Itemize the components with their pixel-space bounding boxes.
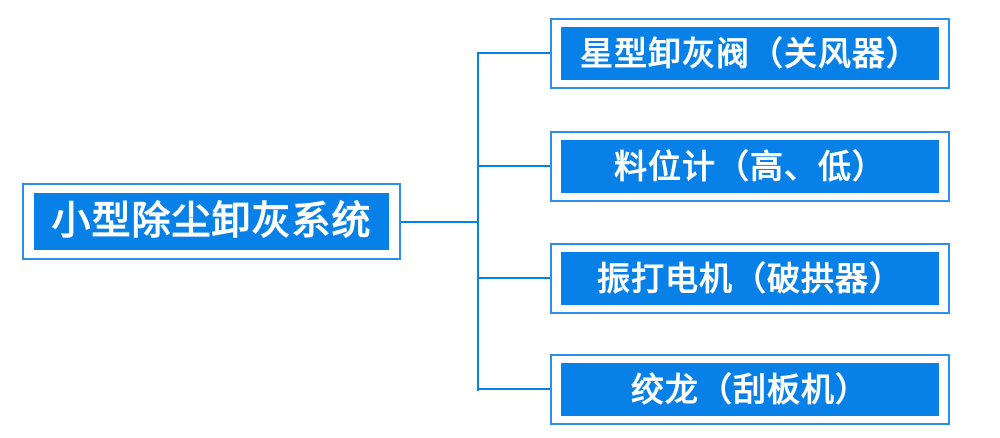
- child-node-fill: 绞龙（刮板机）: [561, 363, 939, 416]
- child-node-vibration-motor[interactable]: 振打电机（破拱器）: [550, 243, 950, 314]
- connector-spine: [477, 52, 479, 391]
- child-node-auger[interactable]: 绞龙（刮板机）: [550, 354, 950, 425]
- connector-branch-4: [478, 388, 551, 390]
- connector-branch-3: [478, 277, 551, 279]
- child-node-fill: 料位计（高、低）: [561, 140, 939, 193]
- child-node-star-ash-valve[interactable]: 星型卸灰阀（关风器）: [550, 18, 950, 89]
- root-node-label: 小型除尘卸灰系统: [51, 200, 372, 243]
- connector-root-link: [401, 221, 478, 223]
- child-node-fill: 星型卸灰阀（关风器）: [561, 27, 939, 80]
- child-node-label: 料位计（高、低）: [614, 148, 886, 185]
- root-node-dust-removal-system[interactable]: 小型除尘卸灰系统: [22, 183, 401, 260]
- child-node-level-gauge[interactable]: 料位计（高、低）: [550, 131, 950, 202]
- connector-branch-2: [478, 165, 551, 167]
- child-node-label: 星型卸灰阀（关风器）: [580, 35, 920, 72]
- child-node-label: 绞龙（刮板机）: [631, 371, 869, 408]
- connector-branch-1: [478, 52, 551, 54]
- child-node-fill: 振打电机（破拱器）: [561, 252, 939, 305]
- child-node-label: 振打电机（破拱器）: [597, 260, 903, 297]
- root-node-fill: 小型除尘卸灰系统: [34, 193, 389, 250]
